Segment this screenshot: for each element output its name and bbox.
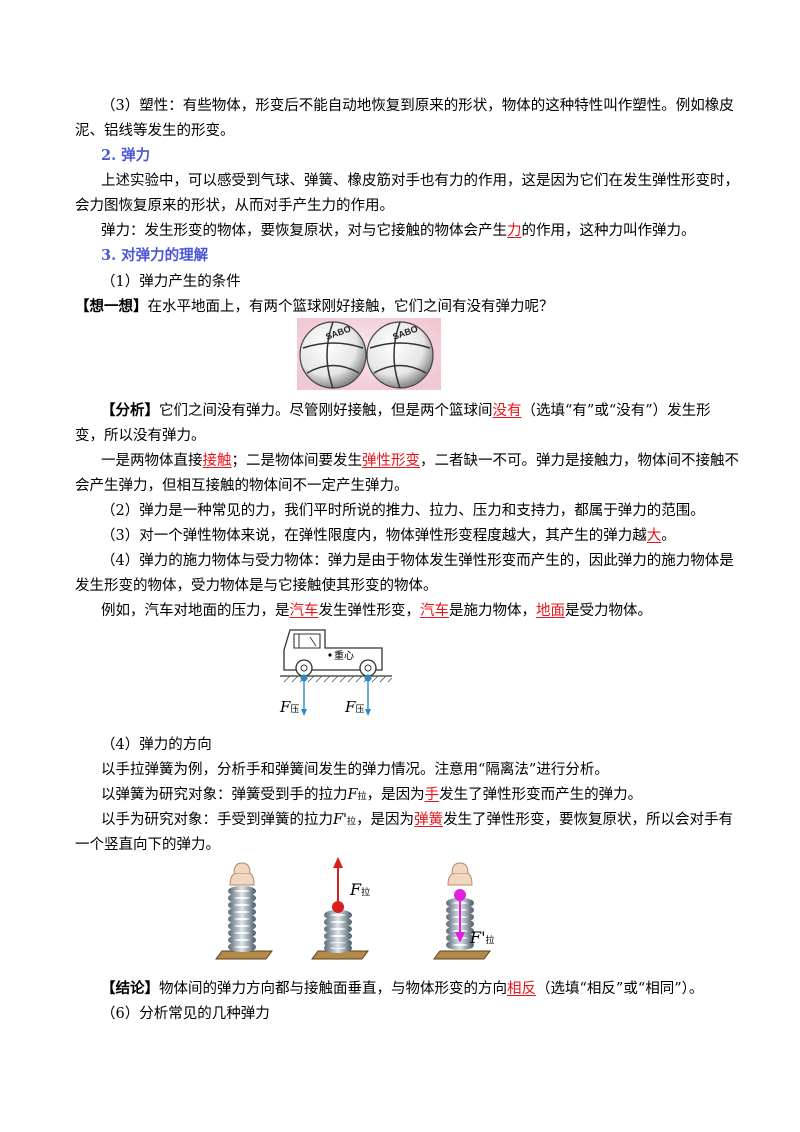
answer-blank: 手	[424, 787, 440, 803]
force-arrow-left	[300, 674, 308, 716]
truck-figure: 重心	[280, 629, 393, 716]
para-analysis-line1: 【分析】它们之间没有弹力。尽管刚好接触，但是两个篮球间没有（选填“有”或“没有”…	[101, 402, 711, 419]
answer-blank: 大	[646, 528, 662, 544]
answer-blank: 接触	[202, 453, 232, 469]
para-example-truck: 例如，汽车对地面的压力，是汽车发生弹性形变，汽车是施力物体，地面是受力物体。	[101, 603, 652, 619]
para-plasticity-line2: 泥、铝线等发生的形变。	[75, 123, 235, 139]
spring-force-up	[311, 857, 369, 960]
ground	[280, 675, 393, 683]
para-plasticity-line1: （3）塑性：有些物体，形变后不能自动地恢复到原来的形状，物体的这种特性叫作塑性。…	[101, 98, 734, 114]
para-conditions-detail-line2: 会产生弹力，但相互接触的物体间不一定产生弹力。	[75, 478, 409, 494]
spring-with-hand	[215, 862, 273, 960]
para-conditions: （1）弹力产生的条件	[101, 274, 241, 290]
para-think: 【想一想】在水平地面上，有两个篮球刚好接触，它们之间有没有弹力呢？	[75, 298, 554, 315]
springs-figure	[215, 857, 491, 960]
para-hand-object-line1: 以手为研究对象：手受到弹簧的拉力F'拉，是因为弹簧发生了弹性形变，要恢复原状，所…	[101, 812, 734, 828]
spring-force-label-1: F拉	[350, 880, 371, 899]
para-definition: 弹力：发生形变的物体，要恢复原状，对与它接触的物体会产生力的作用，这种力叫作弹力…	[101, 223, 696, 239]
answer-blank: 力	[507, 223, 522, 239]
center-of-gravity-label: 重心	[334, 649, 354, 662]
basketballs-figure: SABO SABO	[297, 318, 441, 390]
para-direction: （4）弹力的方向	[101, 737, 212, 753]
answer-blank: 没有	[492, 403, 522, 419]
force-label-left: F压	[280, 698, 300, 716]
answer-blank: 弹性形变	[362, 453, 420, 469]
force-label-right: F压	[345, 698, 365, 716]
para-hand-object-line2: 一个竖直向下的弹力。	[75, 837, 220, 853]
answer-blank: 相反	[507, 981, 536, 997]
spring-force-label-2: F'拉	[470, 928, 495, 947]
spring-hand-force-down	[433, 862, 491, 960]
para-conditions-detail-line1: 一是两物体直接接触；二是物体间要发生弹性形变，二者缺一不可。弹力是接触力，物体间…	[101, 453, 739, 469]
para-spring-example: 以手拉弹簧为例，分析手和弹簧间发生的弹力情况。注意用“隔离法”进行分析。	[101, 762, 609, 778]
para-common-elastic-forces: （6）分析常见的几种弹力	[101, 1006, 270, 1022]
answer-blank: 地面	[536, 603, 565, 619]
answer-blank: 弹簧	[414, 812, 444, 828]
para-spring-object: 以弹簧为研究对象：弹簧受到手的拉力F拉，是因为手发生了弹性形变而产生的弹力。	[101, 787, 643, 803]
basketball-left: SABO	[299, 321, 367, 389]
para-common-forces: （2）弹力是一种常见的力，我们平时所说的推力、拉力、压力和支持力，都属于弹力的范…	[101, 503, 705, 519]
para-force-objects-line2: 发生形变的物体，受力物体是与它接触使其形变的物体。	[75, 578, 438, 594]
para-experiment-line1: 上述实验中，可以感受到气球、弹簧、橡皮筋对手也有力的作用，这是因为它们在发生弹性…	[101, 173, 739, 189]
heading-elastic-force: 2. 弹力	[101, 147, 151, 164]
force-arrow-right	[364, 674, 372, 716]
answer-blank: 汽车	[289, 603, 319, 619]
basketball-right: SABO	[366, 321, 434, 389]
para-conclusion: 【结论】物体间的弹力方向都与接触面垂直，与物体形变的方向相反（选填“相反”或“相…	[101, 980, 704, 997]
para-analysis-line2: 变，所以没有弹力。	[75, 428, 206, 444]
para-experiment-line2: 会力图恢复原来的形状，从而对手产生力的作用。	[75, 198, 394, 214]
answer-blank: 汽车	[420, 603, 449, 619]
truck	[283, 629, 383, 677]
para-elastic-limit: （3）对一个弹性物体来说，在弹性限度内，物体弹性形变程度越大，其产生的弹力越大。	[101, 528, 676, 544]
para-force-objects-line1: （4）弹力的施力物体与受力物体：弹力是由于物体发生弹性形变而产生的，因此弹力的施…	[101, 553, 734, 569]
heading-understanding: 3. 对弹力的理解	[101, 247, 209, 264]
